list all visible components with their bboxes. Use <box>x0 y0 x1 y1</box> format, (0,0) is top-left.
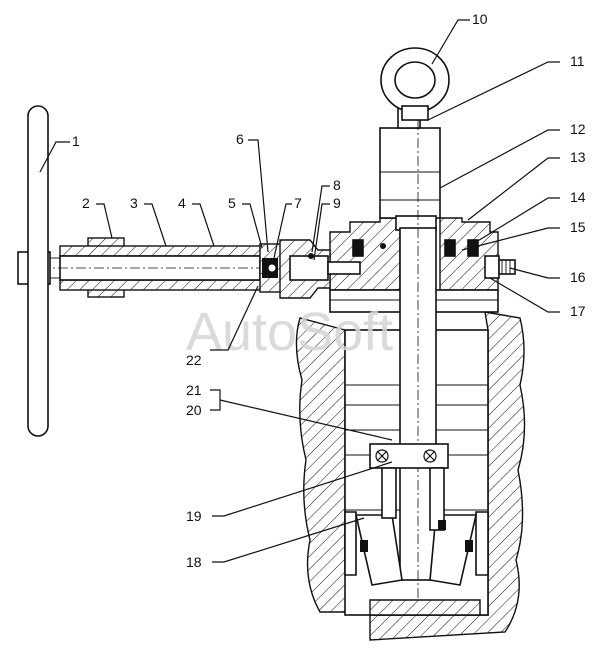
callout-13: 13 <box>570 149 586 165</box>
t-handle <box>27 105 49 437</box>
screw-assembly <box>17 237 361 299</box>
callout-1: 1 <box>72 133 80 149</box>
callout-19: 19 <box>186 508 202 524</box>
callout-5: 5 <box>228 195 236 211</box>
callout-16: 16 <box>570 269 586 285</box>
callout-18: 18 <box>186 554 202 570</box>
callout-9: 9 <box>333 195 341 211</box>
callout-labels: 1 2 3 4 5 6 7 8 9 10 11 12 13 14 15 16 1… <box>72 11 586 570</box>
callout-14: 14 <box>570 189 586 205</box>
set-screw <box>484 255 516 279</box>
callout-4: 4 <box>178 195 186 211</box>
callout-7: 7 <box>294 195 302 211</box>
callout-20: 20 <box>186 402 202 418</box>
leader-lines <box>39 19 560 563</box>
callout-12: 12 <box>570 121 586 137</box>
callout-3: 3 <box>130 195 138 211</box>
callout-6: 6 <box>236 131 244 147</box>
callout-15: 15 <box>570 219 586 235</box>
callout-8: 8 <box>333 177 341 193</box>
callout-17: 17 <box>570 303 586 319</box>
callout-22: 22 <box>186 352 202 368</box>
callout-21: 21 <box>186 382 202 398</box>
callout-2: 2 <box>82 195 90 211</box>
callout-10: 10 <box>472 11 488 27</box>
callout-11: 11 <box>570 53 585 69</box>
center-stem <box>354 105 478 600</box>
watermark-text: AutoSoft <box>186 302 393 362</box>
eye-bolt <box>380 47 450 121</box>
